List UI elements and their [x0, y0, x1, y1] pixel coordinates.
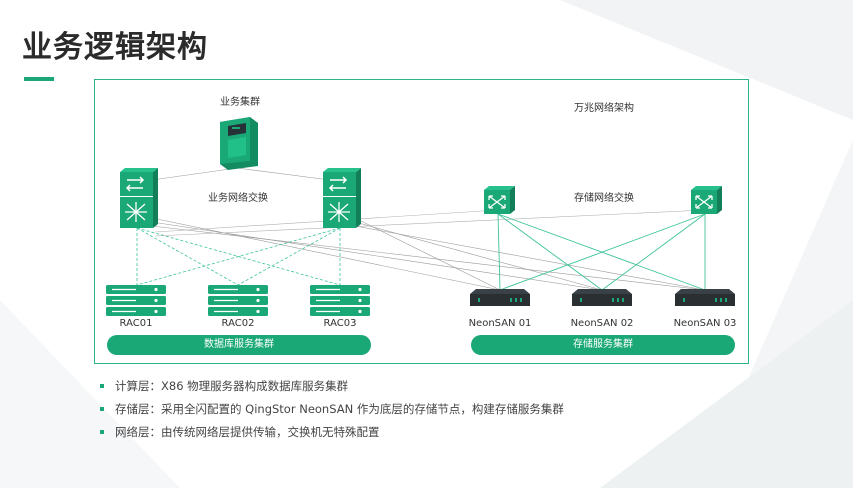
bullet-text: 计算层：X86 物理服务器构成数据库服务集群 [115, 379, 349, 393]
business-to-storage-links [151, 217, 706, 291]
bullet-item-compute: 计算层：X86 物理服务器构成数据库服务集群 [100, 377, 564, 400]
app-cluster-label: 业务集群 [220, 97, 260, 108]
neonsan-node-label-1: NeonSAN 01 [468, 318, 532, 329]
bullet-item-network: 网络层：由传统网络层提供传输，交换机无特殊配置 [100, 423, 564, 446]
server-tower-icon [220, 117, 258, 170]
bullet-dot-icon [100, 430, 104, 434]
rac-node-label-2: RAC02 [221, 318, 255, 329]
layer3-switch-icon-1 [120, 168, 158, 228]
storage-switch-links [497, 213, 706, 291]
rac-node-label-1: RAC01 [119, 318, 153, 329]
switch-icon-2 [691, 186, 722, 214]
rack-server-icon-2 [208, 285, 268, 316]
diagram-frame [94, 79, 749, 364]
storage-switch-label: 存储网络交换 [574, 193, 634, 204]
title-accent-bar [24, 77, 54, 81]
bullet-dot-icon [100, 384, 104, 388]
bullet-dot-icon [100, 407, 104, 411]
business-switch-label: 业务网络交换 [208, 193, 268, 204]
layer3-switch-icon-2 [323, 168, 361, 228]
switch-icon-1 [484, 186, 515, 214]
page-title: 业务逻辑架构 [22, 30, 208, 65]
neonsan-node-label-2: NeonSAN 02 [570, 318, 634, 329]
rac-to-storage-links [154, 209, 706, 237]
neonsan-node-label-3: NeonSAN 03 [673, 318, 737, 329]
bullet-text: 存储层：采用全闪配置的 QingStor NeonSAN 作为底层的存储节点，构… [115, 402, 564, 416]
storage-appliance-icon-1 [470, 289, 530, 306]
rac-node-label-3: RAC03 [323, 318, 357, 329]
bullet-text: 网络层：由传统网络层提供传输，交换机无特殊配置 [115, 425, 380, 439]
rack-server-icon-3 [310, 285, 370, 316]
storage-appliance-icon-3 [675, 289, 735, 306]
bullet-list: 计算层：X86 物理服务器构成数据库服务集群 存储层：采用全闪配置的 QingS… [100, 377, 564, 446]
app-server-links [151, 167, 331, 181]
storage-appliance-icon-2 [572, 289, 632, 306]
db-cluster-pill: 数据库服务集群 [107, 335, 371, 355]
bullet-item-storage: 存储层：采用全闪配置的 QingStor NeonSAN 作为底层的存储节点，构… [100, 400, 564, 423]
business-to-rac-links [136, 227, 341, 286]
rack-server-icon-1 [106, 285, 166, 316]
storage-cluster-pill: 存储服务集群 [471, 335, 735, 355]
network-arch-label: 万兆网络架构 [574, 103, 634, 114]
